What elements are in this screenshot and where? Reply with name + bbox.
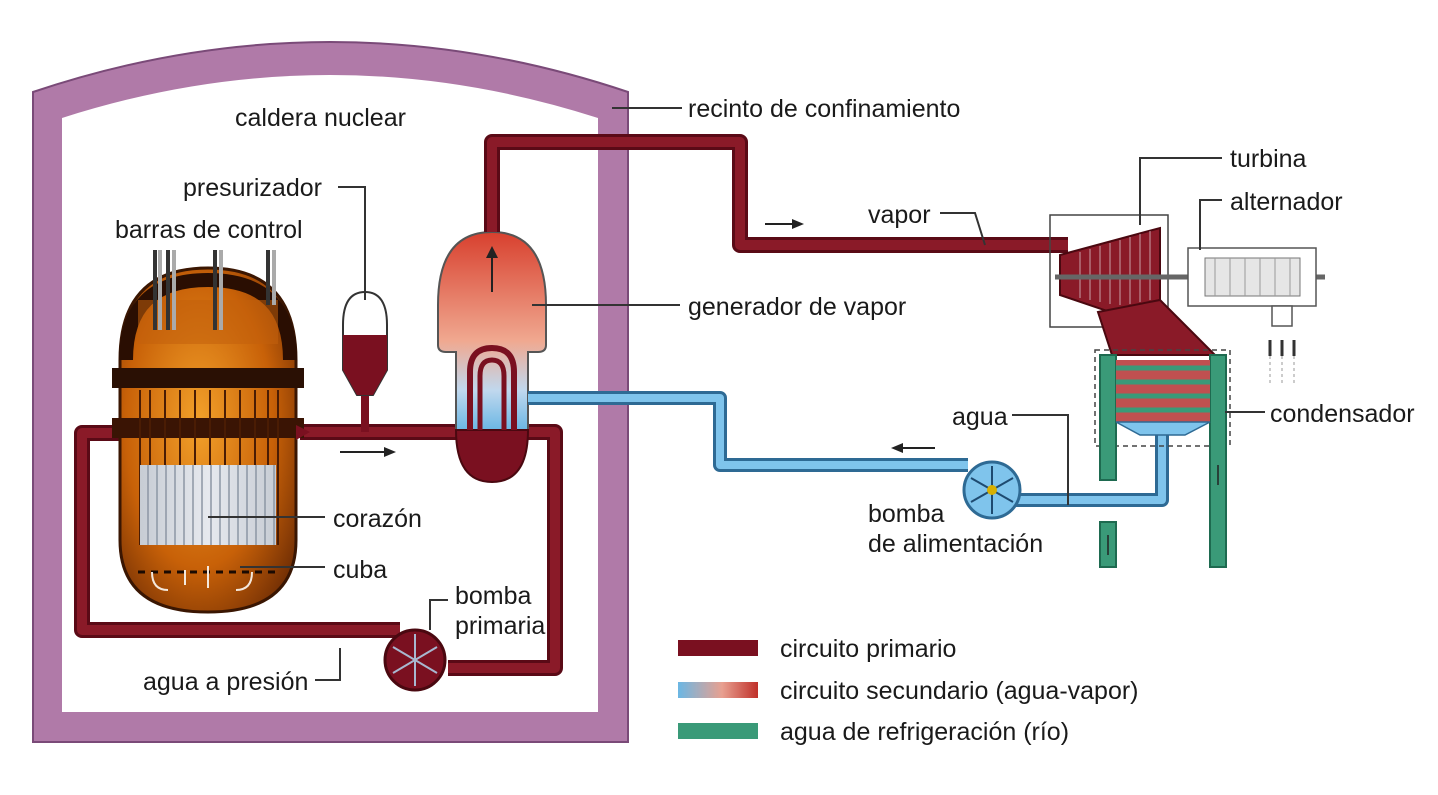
primary-circuit-pipes xyxy=(74,395,563,676)
leader-lines xyxy=(208,107,1265,681)
label-generador: generador de vapor xyxy=(688,293,906,321)
control-rods xyxy=(153,250,276,330)
legend-label-cooling: agua de refrigeración (río) xyxy=(780,718,1069,746)
legend-swatch-secondary xyxy=(678,682,758,698)
steam-generator xyxy=(437,230,547,484)
alternator xyxy=(1187,247,1317,385)
label-cuba: cuba xyxy=(333,556,387,584)
condenser xyxy=(1094,349,1231,568)
label-condensador: condensador xyxy=(1270,400,1415,428)
label-presurizador: presurizador xyxy=(183,174,322,202)
pressurizer xyxy=(342,290,388,396)
labels: caldera nuclear recinto de confinamiento… xyxy=(115,95,1415,696)
legend-swatch-cooling xyxy=(678,723,758,739)
feed-pump xyxy=(962,460,1022,520)
label-bomba-primaria-2: primaria xyxy=(455,612,545,640)
legend-swatch-primary xyxy=(678,640,758,656)
label-recinto: recinto de confinamiento xyxy=(688,95,960,123)
label-alternador: alternador xyxy=(1230,188,1343,216)
label-corazon: corazón xyxy=(333,505,422,533)
turbine xyxy=(1049,214,1325,356)
feedwater-line xyxy=(528,391,1169,507)
label-bomba-alim-2: de alimentación xyxy=(868,530,1043,558)
legend-label-primary: circuito primario xyxy=(780,635,956,663)
label-agua: agua xyxy=(952,403,1008,431)
label-vapor: vapor xyxy=(868,201,931,229)
primary-pump xyxy=(383,628,447,692)
label-bomba-primaria-1: bomba xyxy=(455,582,532,610)
label-agua-presion: agua a presión xyxy=(143,668,308,696)
flow-arrows xyxy=(340,219,935,457)
label-caldera: caldera nuclear xyxy=(235,104,406,132)
legend-label-secondary: circuito secundario (agua-vapor) xyxy=(780,677,1139,705)
label-turbina: turbina xyxy=(1230,145,1307,173)
reactor-vessel xyxy=(112,250,310,614)
steam-line xyxy=(484,134,1068,253)
legend: circuito primario circuito secundario (a… xyxy=(678,635,1139,746)
label-barras: barras de control xyxy=(115,216,303,244)
label-bomba-alim-1: bomba xyxy=(868,500,945,528)
